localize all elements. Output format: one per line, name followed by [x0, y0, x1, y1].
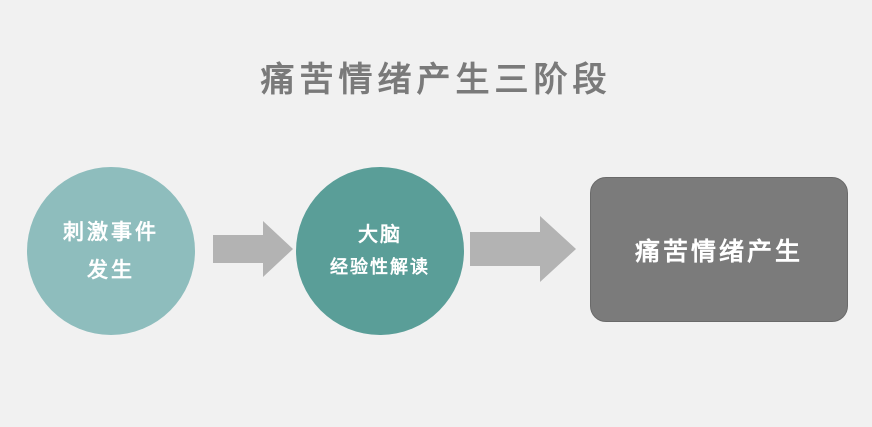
diagram-title-text: 痛苦情绪产生三阶段 — [260, 60, 612, 100]
arrow-right-icon — [213, 221, 293, 277]
stage-1-circle: 刺激事件 发生 — [27, 167, 195, 335]
stage-1-label-line2: 发生 — [87, 258, 135, 282]
diagram-title: 痛苦情绪产生三阶段 — [0, 52, 872, 101]
stage-3-box: 痛苦情绪产生 — [590, 177, 848, 322]
stage-2-label-line2: 经验性解读 — [330, 257, 430, 278]
arrow-right-icon — [470, 216, 576, 282]
stage-2-circle: 大脑 经验性解读 — [296, 167, 464, 335]
stage-3-label: 痛苦情绪产生 — [634, 236, 803, 266]
stage-1-label-line1: 刺激事件 — [63, 220, 159, 244]
stage-2-label-line1: 大脑 — [358, 222, 402, 246]
